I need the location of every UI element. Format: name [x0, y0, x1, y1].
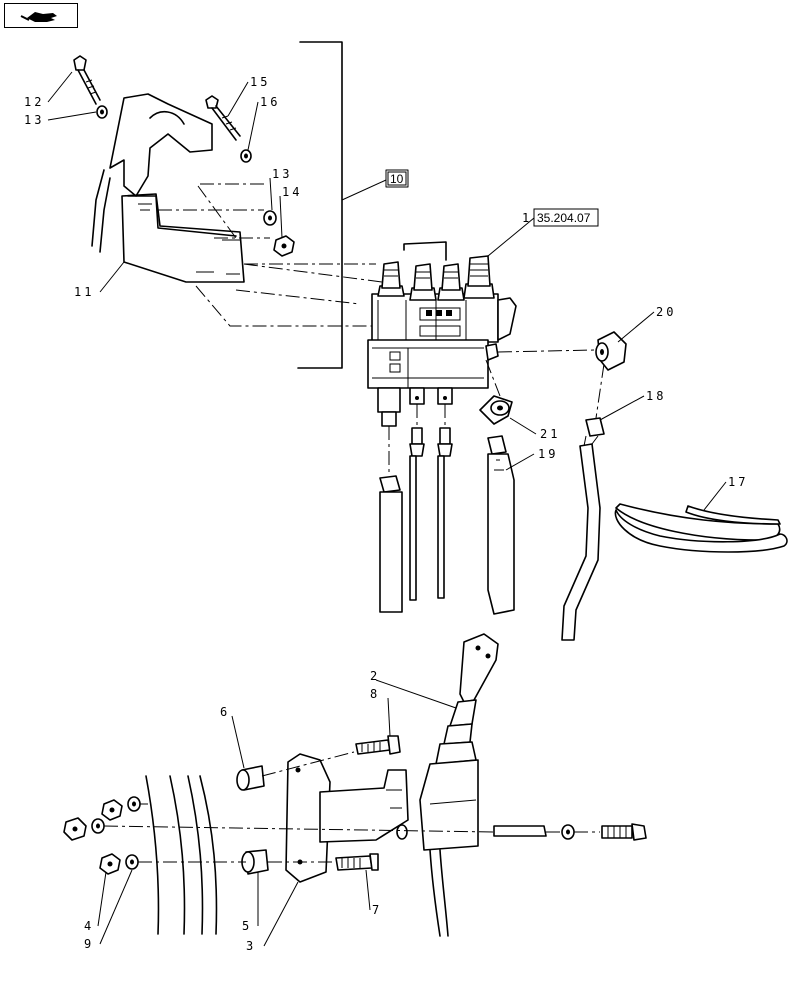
callout-8: 8 — [370, 687, 380, 701]
group-bracket — [297, 41, 387, 369]
callout-2: 2 — [370, 669, 380, 683]
callout-19: 19 — [538, 447, 558, 461]
mounting-plate — [285, 753, 409, 883]
bolt-7 — [335, 853, 379, 871]
group-ref-box[interactable]: 10 — [385, 169, 409, 188]
dash-port-21 — [485, 359, 501, 397]
callout-12: 12 — [24, 95, 44, 109]
upper-alignment-lines — [158, 183, 383, 327]
callout-18: 18 — [646, 389, 666, 403]
clamp-strap-17 — [614, 503, 788, 553]
callout-21: 21 — [540, 427, 560, 441]
dash-port-20 — [497, 349, 595, 353]
callout-15: 15 — [250, 75, 270, 89]
nut-upper-left — [101, 799, 123, 821]
dash-port-18 — [595, 363, 605, 419]
bushing-6 — [236, 765, 265, 791]
washer-mid — [396, 824, 408, 840]
callout-9: 9 — [84, 937, 94, 951]
callout-6: 6 — [220, 705, 230, 719]
nut-mid-left — [63, 817, 87, 841]
cable-rod-thick — [379, 475, 403, 613]
joystick-lever — [419, 633, 499, 937]
lower-alignment-lines — [103, 751, 600, 863]
cable-rod-thin-2 — [437, 427, 453, 599]
bolt-right — [601, 823, 647, 841]
group-ref-label: 10 — [390, 172, 404, 186]
nut-lower-left — [99, 853, 121, 875]
hose-18 — [561, 417, 605, 641]
hose-19 — [487, 435, 515, 615]
callout-20: 20 — [656, 305, 676, 319]
callout-14: 14 — [282, 185, 302, 199]
pin-rod — [493, 825, 547, 837]
assembly-ref[interactable]: 35.204.07 1 — [487, 208, 599, 257]
callout-labels: 12 13 15 16 13 14 11 20 18 21 19 17 2 8 … — [24, 75, 748, 953]
cable-rod-thin-1 — [409, 427, 425, 601]
callout-4: 4 — [84, 919, 94, 933]
callout-3: 3 — [246, 939, 256, 953]
previous-page-button[interactable] — [4, 3, 78, 28]
elbow-fitting-20 — [595, 331, 627, 371]
callout-11: 11 — [74, 285, 94, 299]
callout-17: 17 — [728, 475, 748, 489]
fitting-21 — [479, 395, 513, 425]
callout-leaders — [47, 71, 727, 947]
callout-1: 1 — [522, 211, 532, 225]
callout-5: 5 — [242, 919, 252, 933]
control-valve — [367, 241, 517, 427]
bushing-5 — [241, 849, 269, 875]
body-contour — [145, 775, 218, 935]
callout-16: 16 — [260, 95, 280, 109]
bolt-15 — [205, 95, 241, 141]
upper-bracket-plate — [91, 93, 245, 283]
bolt-12 — [73, 55, 101, 105]
bolt-8 — [355, 735, 401, 755]
callout-13-right: 13 — [272, 167, 292, 181]
callout-13-upper-left: 13 — [24, 113, 44, 127]
hand-pointer-icon — [20, 12, 57, 22]
assembly-ref-code: 35.204.07 — [537, 211, 591, 225]
callout-7: 7 — [372, 903, 382, 917]
